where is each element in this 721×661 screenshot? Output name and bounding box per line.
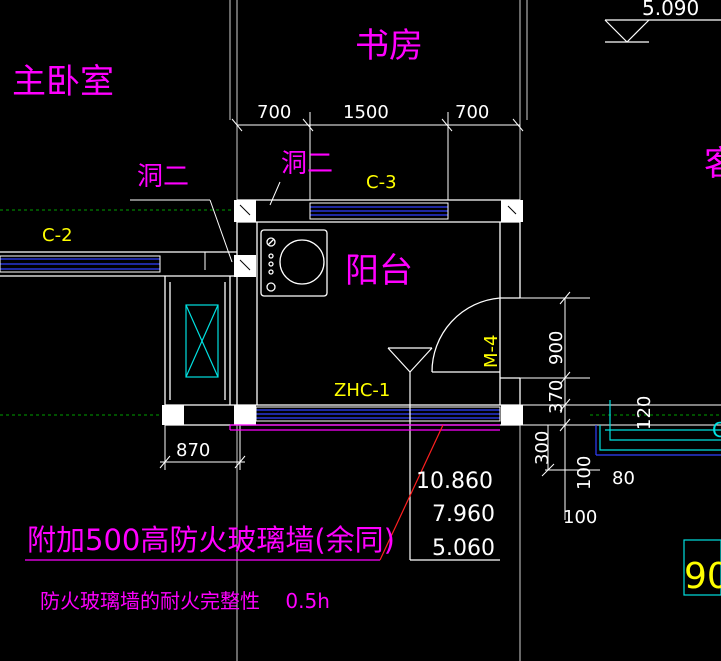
window-c2-label: C-2 xyxy=(42,225,73,246)
dim-870 xyxy=(159,425,246,470)
room-partial-right: 客 xyxy=(704,144,721,184)
elevation-top-right: 5.090 xyxy=(642,0,699,20)
partial-90-label: 90 xyxy=(684,556,721,597)
dim-v-300: 300 xyxy=(532,431,553,465)
dim-h-100: 100 xyxy=(563,507,597,528)
dim-top-mid: 1500 xyxy=(343,102,389,123)
dim-top-right: 700 xyxy=(455,102,489,123)
hole-label-left: 洞二 xyxy=(137,162,189,192)
elevation-marker-top xyxy=(604,19,721,43)
door-m4-label: M-4 xyxy=(481,335,502,368)
partial-c-label: C xyxy=(712,418,721,442)
elevation-level-3: 5.060 xyxy=(432,536,495,561)
right-detail xyxy=(599,400,721,596)
hole-label-mid: 洞二 xyxy=(281,149,333,179)
grid-lines xyxy=(0,209,721,416)
dim-top-left: 700 xyxy=(257,102,291,123)
elevation-level-2: 7.960 xyxy=(432,502,495,527)
dim-v-900: 900 xyxy=(546,331,567,365)
note-fire-integrity: 防火玻璃墙的耐火完整性 0.5h xyxy=(40,589,330,613)
window-frames xyxy=(0,202,501,422)
dim-v-370: 370 xyxy=(546,380,567,414)
dim-v-120: 120 xyxy=(634,396,655,430)
dim-80: 80 xyxy=(612,468,635,489)
washing-machine-icon xyxy=(260,229,328,297)
window-c3-label: C-3 xyxy=(366,172,397,193)
door-m4-swing xyxy=(431,297,501,378)
glass-lines xyxy=(0,206,500,419)
fire-glass-wall xyxy=(25,424,500,561)
right-dimensions xyxy=(520,291,600,520)
extension-lines xyxy=(229,0,528,661)
window-zhc1-label: ZHC-1 xyxy=(334,380,390,401)
room-master-bedroom: 主卧室 xyxy=(12,62,114,102)
elevation-marker-bottom xyxy=(387,347,500,561)
walls xyxy=(0,199,521,426)
dim-bottom-870: 870 xyxy=(176,440,210,461)
top-dimension xyxy=(231,112,524,200)
room-study: 书房 xyxy=(355,26,423,66)
hole-leaders xyxy=(130,181,281,270)
room-balcony: 阳台 xyxy=(345,251,413,291)
leader-line xyxy=(379,424,444,561)
note-fire-glass-wall: 附加500高防火玻璃墙(余同) xyxy=(27,523,395,557)
right-detail-blue xyxy=(595,425,721,456)
elevation-level-1: 10.860 xyxy=(416,469,493,494)
columns xyxy=(162,200,523,425)
right-slab xyxy=(520,404,721,426)
shaft-symbol xyxy=(185,304,219,378)
column-marks xyxy=(239,204,517,271)
dim-v-100: 100 xyxy=(574,456,595,490)
